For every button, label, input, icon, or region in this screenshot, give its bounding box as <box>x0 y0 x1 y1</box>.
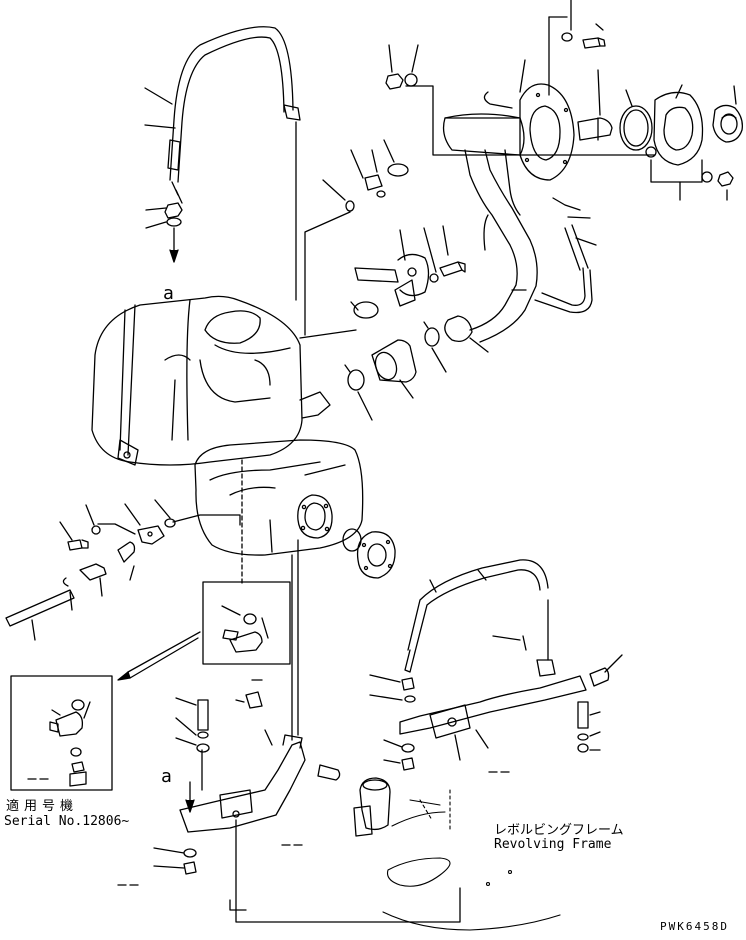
hose-clamps <box>344 321 440 391</box>
revolving-frame-outline <box>382 789 561 931</box>
applicability-label-jp: 適用号機 <box>6 799 79 814</box>
callout-a-bottom: a <box>161 766 172 787</box>
right-lower-leaders <box>369 579 601 773</box>
tank-mount-bracket <box>179 679 341 875</box>
right-bolts <box>401 677 589 771</box>
spacer-collar <box>353 777 391 837</box>
drawing-code: PWK6458D <box>660 920 729 933</box>
revolving-frame-label-en: Revolving Frame <box>494 837 612 852</box>
strap-bracket-right <box>399 599 623 739</box>
serial-number-label: Serial No.12806~ <box>4 814 130 829</box>
fuel-gauge-sender <box>354 253 430 307</box>
tank-strap-upper <box>167 26 301 204</box>
filler-cap-assembly <box>653 91 743 166</box>
serial-variant-box <box>10 675 113 791</box>
fuel-tank-lower <box>194 439 364 556</box>
top-right-leaders <box>388 0 737 246</box>
drain-detail-box <box>202 459 291 665</box>
strainer-basket <box>577 117 613 141</box>
assembly-lines <box>295 121 299 736</box>
hose-leaders <box>357 289 527 421</box>
leader-lines-top-left <box>144 87 176 229</box>
strap-nut-washer <box>164 202 183 263</box>
gauge-gasket <box>353 301 379 319</box>
filler-gasket-ring <box>619 105 653 151</box>
callout-a-top: a <box>163 283 174 304</box>
drain-leaders <box>31 499 241 641</box>
filler-flange <box>519 83 575 181</box>
filler-neck-pipe <box>442 113 538 343</box>
lower-left-leaders <box>117 554 461 923</box>
drain-valve-parts <box>5 518 176 627</box>
revolving-frame-label-jp: レボルビングフレーム <box>494 823 624 838</box>
sender-bolts <box>345 163 466 283</box>
suction-hose <box>371 339 417 383</box>
drain-flange-gasket <box>342 528 396 579</box>
fuel-tank-body <box>91 295 331 466</box>
tank-strap-lower <box>404 559 549 673</box>
serial-detail-arrow <box>117 631 201 681</box>
filler-bolts-nuts <box>385 32 734 187</box>
tank-flange-plate <box>297 494 333 539</box>
breather-hose <box>483 91 593 314</box>
center-leaders <box>299 139 449 339</box>
